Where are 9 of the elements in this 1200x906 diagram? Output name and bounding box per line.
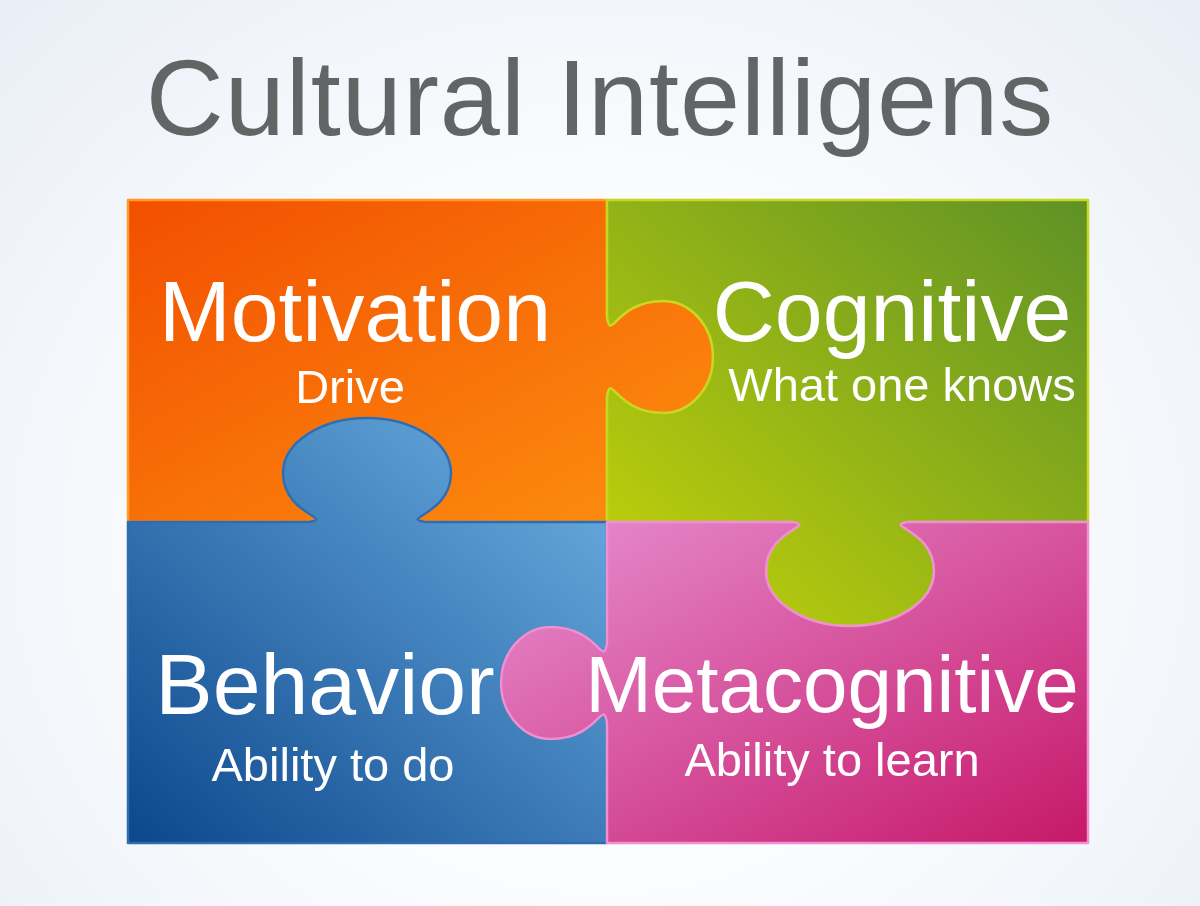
- title: Cultural Intelligens: [145, 36, 1055, 160]
- puzzle-piece: [128, 200, 713, 522]
- puzzle-piece: [501, 522, 1088, 843]
- piece-heading: Cognitive: [712, 262, 1072, 362]
- piece-heading: Metacognitive: [585, 639, 1079, 731]
- piece-subtitle: Ability to learn: [684, 731, 980, 788]
- piece-heading: Behavior: [155, 635, 495, 735]
- piece-subtitle: Ability to do: [211, 736, 455, 793]
- puzzle-piece: [607, 200, 1088, 626]
